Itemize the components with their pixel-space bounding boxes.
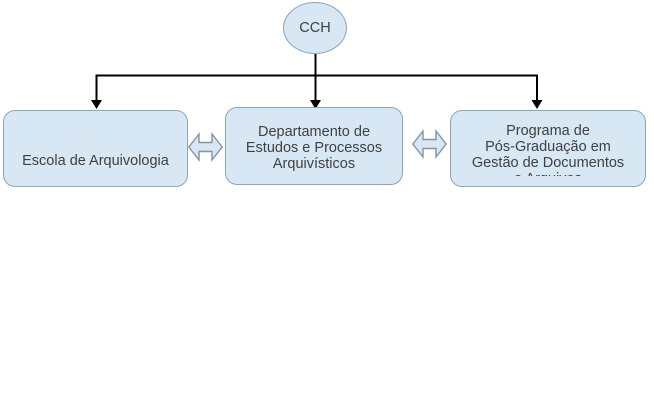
arrowhead-down-icon [531,100,543,109]
node-label-line: Gestão de Documentos [471,155,625,171]
arrowhead-down-icon [91,100,102,109]
node-programa-pos-graduacao: Programa de Pós-Graduação em Gestão de D… [450,110,646,187]
node-label-line-clipped: e Arquivos [453,171,643,176]
arrowhead-down-icon [310,100,321,109]
node-label-block: Escola de Arquivologia [6,153,185,169]
node-label-line: Programa de [506,123,590,139]
node-label-line: Escola de Arquivologia [22,153,169,169]
node-label-block: Programa de Pós-Graduação em Gestão de D… [453,123,643,176]
node-cch: CCH [283,2,347,54]
node-cch-label: CCH [299,20,331,36]
node-departamento-estudos-processos: Departamento de Estudos e Processos Arqu… [225,107,403,185]
node-label-line: Arquivísticos [272,156,356,172]
node-label-line: Pós-Graduação em [485,139,611,155]
node-label-line: Departamento de [257,124,371,140]
node-label-block: Departamento de Estudos e Processos Arqu… [228,124,400,172]
double-arrow-icon [412,128,447,160]
double-arrow-icon [188,131,223,163]
node-label-line: Estudos e Processos [245,140,383,156]
connector-tree [91,53,543,109]
node-escola-de-arquivologia: Escola de Arquivologia [3,110,188,187]
